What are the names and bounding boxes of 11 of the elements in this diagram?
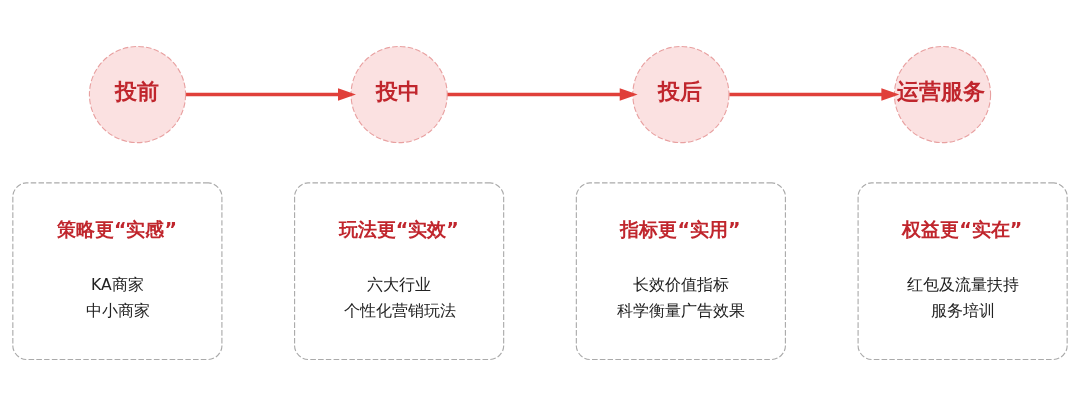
node-circle: 投中 [350,45,448,144]
arrow [447,88,638,101]
node-circle: 投后 [632,45,730,144]
node-circle: 运营服务 [893,45,992,144]
arrow [186,88,356,101]
node-box: 玩法更“实效” 六大行业 个性化营销玩法 [294,182,505,361]
node-circle: 投前 [88,45,187,144]
arrow [729,88,900,101]
node-box: 权益更“实在” 红包及流量扶持 服务培训 [857,182,1068,361]
node-box: 策略更“实感” KA商家 中小商家 [12,182,223,361]
node-box: 指标更“实用” 长效价值指标 科学衡量广告效果 [575,182,786,361]
